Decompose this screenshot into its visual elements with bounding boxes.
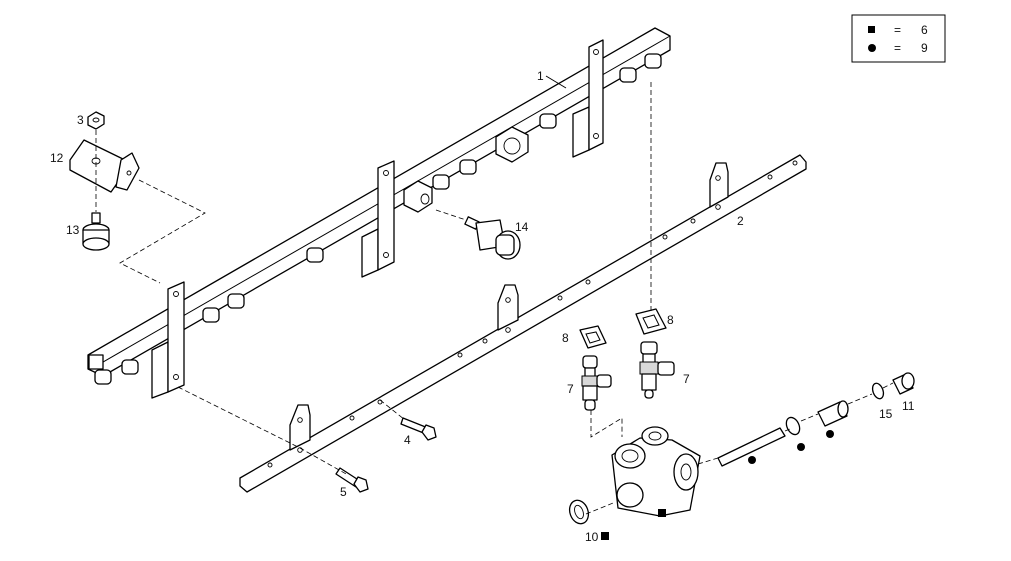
circle-marker-seal bbox=[797, 443, 805, 451]
legend-circle-symbol bbox=[868, 44, 876, 52]
mounting-strip-part-2 bbox=[239, 154, 807, 493]
assembly-leader-lines bbox=[95, 82, 894, 515]
quantity-markers bbox=[601, 430, 834, 540]
rail-hex-fitting-inlet bbox=[495, 126, 529, 163]
callout-12: 12 bbox=[50, 151, 64, 165]
legend-eq-1: = bbox=[894, 23, 901, 37]
legend-frame bbox=[851, 14, 946, 63]
rail-bracket-left bbox=[151, 281, 185, 399]
tube bbox=[717, 427, 786, 467]
callout-7-left: 7 bbox=[567, 382, 574, 396]
clip-part-8-right bbox=[635, 308, 667, 335]
fuel-rail-part-1 bbox=[87, 27, 671, 399]
mounting-strip-holes bbox=[267, 160, 798, 468]
rail-bracket-right bbox=[572, 39, 604, 158]
callout-7-right: 7 bbox=[683, 372, 690, 386]
rail-injector-cups bbox=[94, 53, 662, 385]
injector-part-7-left bbox=[581, 355, 612, 411]
legend: = 6 = 9 bbox=[851, 14, 946, 63]
seal-ring bbox=[785, 416, 801, 436]
rail-hex-fitting-sensor-port bbox=[403, 180, 433, 213]
damper-part-13 bbox=[82, 212, 110, 251]
rail-bracket-middle bbox=[361, 160, 395, 278]
callout-13: 13 bbox=[66, 223, 80, 237]
circle-marker-tube bbox=[748, 456, 756, 464]
callout-5: 5 bbox=[340, 485, 347, 499]
callout-1: 1 bbox=[537, 69, 544, 83]
callout-10: 10 bbox=[585, 530, 599, 544]
screw-part-4 bbox=[400, 417, 437, 441]
injector-part-7-right bbox=[639, 341, 675, 399]
square-marker-block bbox=[658, 509, 666, 517]
circle-marker-sleeve bbox=[826, 430, 834, 438]
injector-block bbox=[611, 426, 701, 517]
legend-eq-2: = bbox=[894, 41, 901, 55]
screw-part-5 bbox=[335, 467, 369, 493]
clip-part-8-left bbox=[579, 325, 607, 349]
callout-3: 3 bbox=[77, 113, 84, 127]
pressure-sensor-part-14 bbox=[464, 216, 521, 260]
callout-8-left: 8 bbox=[562, 331, 569, 345]
callout-15: 15 bbox=[879, 407, 893, 421]
callout-4: 4 bbox=[404, 433, 411, 447]
legend-value-square: 6 bbox=[921, 23, 928, 37]
callout-labels: 1 2 3 4 5 7 7 8 8 10 11 12 13 14 15 bbox=[50, 69, 915, 544]
legend-square-symbol bbox=[868, 26, 875, 33]
sleeve bbox=[817, 400, 849, 427]
nut-part-3 bbox=[87, 111, 105, 130]
callout-14: 14 bbox=[515, 220, 529, 234]
callout-8-right: 8 bbox=[667, 313, 674, 327]
square-marker-10 bbox=[601, 532, 609, 540]
legend-value-circle: 9 bbox=[921, 41, 928, 55]
callout-2: 2 bbox=[737, 214, 744, 228]
bracket-part-12 bbox=[69, 139, 140, 193]
cap-part-11 bbox=[892, 372, 915, 395]
callout-11: 11 bbox=[902, 399, 915, 413]
o-ring-part-10 bbox=[568, 499, 590, 525]
o-ring-part-15 bbox=[871, 382, 885, 400]
